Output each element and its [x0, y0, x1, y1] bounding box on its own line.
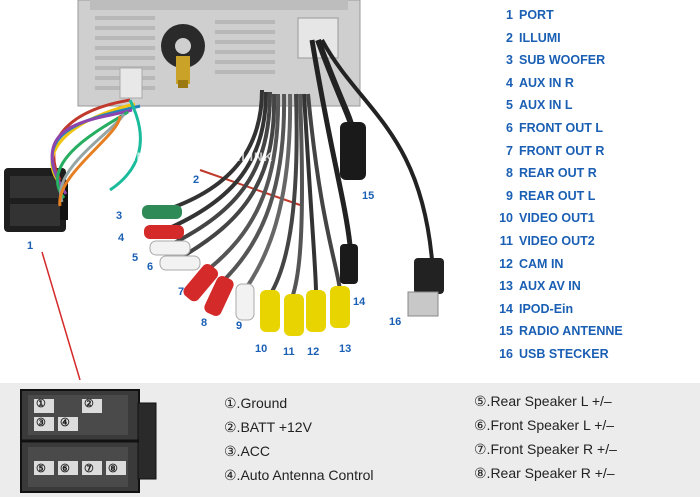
pin-label-rear-r: ⑧.Rear Speaker R +/–	[474, 465, 615, 481]
pin-marker: ⑤	[36, 463, 46, 475]
callout-12: 12	[307, 346, 320, 358]
iso-connector	[4, 168, 68, 232]
pin-marker: ③	[36, 417, 46, 429]
radio-antenna-plug	[340, 122, 366, 180]
callout-6: 6	[147, 261, 154, 273]
callout-15: 15	[362, 190, 375, 202]
callout-16: 16	[389, 316, 402, 328]
callout-1: 1	[27, 240, 34, 252]
callout-2: 2	[193, 174, 200, 186]
pin-label-antenna: ④.Auto Antenna Control	[224, 467, 374, 483]
callout-5: 5	[132, 252, 139, 264]
callout-4: 4	[118, 232, 125, 244]
iso-pin-diagram	[20, 389, 157, 493]
callout-3: 3	[116, 210, 123, 222]
watermark: WINLINK	[215, 150, 274, 164]
head-unit-back	[77, 0, 361, 107]
pinout-panel: ① ② ③ ④ ⑤ ⑥ ⑦ ⑧ ①.Ground ②.BATT +12V ③.A…	[0, 383, 700, 497]
pin-label-front-l: ⑥.Front Speaker L +/–	[474, 417, 615, 433]
pointer-line	[41, 251, 81, 380]
callout-9: 9	[236, 320, 243, 332]
callout-7: 7	[178, 286, 185, 298]
usb-plug	[414, 258, 444, 294]
ipod-connector	[340, 244, 358, 284]
callout-14: 14	[353, 296, 366, 308]
wiring-harness-photo	[4, 0, 444, 380]
pin-label-acc: ③.ACC	[224, 443, 270, 459]
callout-13: 13	[339, 343, 352, 355]
pin-marker: ①	[36, 398, 46, 410]
pin-marker: ④	[60, 417, 70, 429]
pin-marker: ⑦	[84, 463, 94, 475]
usb-tip	[407, 291, 439, 317]
pin-label-batt: ②.BATT +12V	[224, 419, 312, 435]
rca-plugs	[142, 205, 350, 336]
pin-label-front-r: ⑦.Front Speaker R +/–	[474, 441, 617, 457]
pin-label-rear-l: ⑤.Rear Speaker L +/–	[474, 393, 612, 409]
callout-11: 11	[283, 346, 295, 358]
pin-marker: ②	[84, 398, 94, 410]
callout-8: 8	[201, 317, 208, 329]
callout-10: 10	[255, 343, 268, 355]
rca-cables	[159, 38, 434, 299]
pin-marker: ⑧	[108, 463, 118, 475]
pin-label-ground: ①.Ground	[224, 395, 288, 411]
pin-marker: ⑥	[60, 463, 70, 475]
watermark: WINLINK	[120, 150, 179, 164]
